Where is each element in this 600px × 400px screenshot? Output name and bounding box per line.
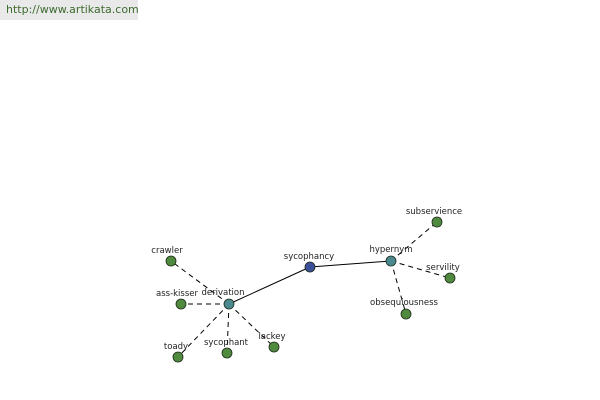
node-label-sycophant[interactable]: sycophant (204, 338, 249, 348)
source-url[interactable]: http://www.artikata.com (0, 0, 139, 20)
edge-hypernym-obsequiousness (390, 260, 407, 315)
node-label-toady[interactable]: toady (164, 342, 188, 352)
node-toady[interactable] (172, 351, 184, 363)
edge-sycophancy-hypernym (309, 260, 392, 268)
node-derivation[interactable] (223, 298, 235, 310)
node-label-servility[interactable]: servility (426, 263, 460, 273)
node-crawler[interactable] (165, 255, 177, 267)
edge-hypernym-servility (390, 260, 451, 279)
node-obsequiousness[interactable] (400, 308, 412, 320)
node-ass-kisser[interactable] (175, 298, 187, 310)
edges-layer (170, 221, 451, 358)
node-sycophant[interactable] (221, 347, 233, 359)
edge-derivation-crawler (170, 260, 230, 305)
node-label-derivation[interactable]: derivation (201, 288, 244, 298)
nodes-layer (165, 216, 456, 363)
edge-derivation-toady (177, 303, 230, 358)
node-label-obsequiousness[interactable]: obsequiousness (370, 298, 438, 308)
node-label-crawler[interactable]: crawler (151, 246, 183, 256)
edge-derivation-sycophant (226, 303, 230, 354)
edge-sycophancy-derivation (228, 266, 311, 305)
node-subservience[interactable] (431, 216, 443, 228)
node-label-lackey[interactable]: lackey (258, 332, 285, 342)
edge-derivation-lackey (228, 303, 275, 348)
node-lackey[interactable] (268, 341, 280, 353)
node-label-subservience[interactable]: subservience (406, 207, 462, 217)
node-label-sycophancy[interactable]: sycophancy (284, 252, 334, 262)
node-hypernym[interactable] (385, 255, 397, 267)
node-label-hypernym[interactable]: hypernym (369, 245, 412, 255)
node-label-ass-kisser[interactable]: ass-kisser (156, 289, 199, 299)
node-sycophancy[interactable] (304, 261, 316, 273)
labels-layer: sycophancy hypernym derivation subservience… (151, 207, 462, 352)
edge-hypernym-subservience (390, 221, 438, 262)
node-servility[interactable] (444, 272, 456, 284)
